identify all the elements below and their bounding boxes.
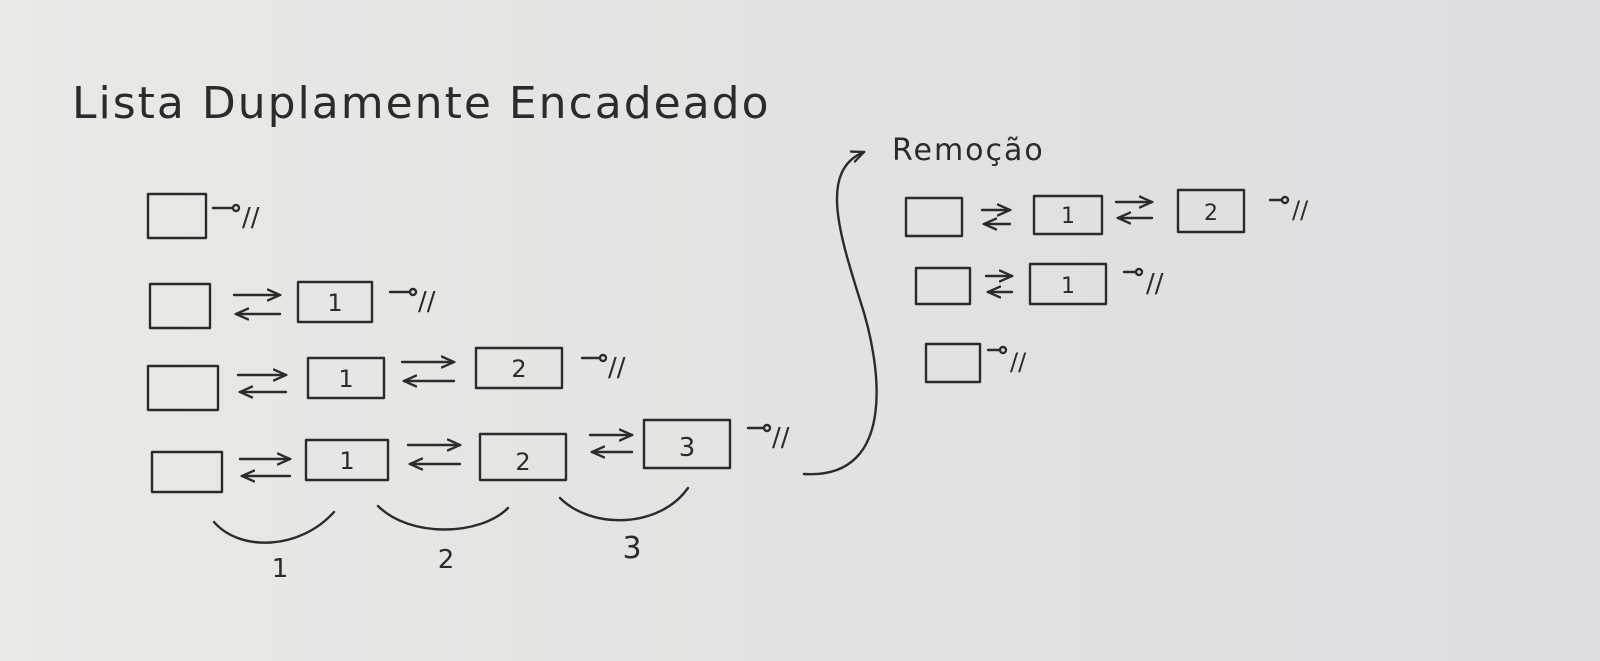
node <box>478 432 568 482</box>
null-marker: // <box>242 203 260 233</box>
double-link-arrows <box>588 435 632 452</box>
double-link-arrows <box>406 445 460 464</box>
brace <box>558 486 690 522</box>
null-pointer: // <box>1268 195 1309 224</box>
brace <box>376 504 510 531</box>
head-node <box>150 450 224 494</box>
node-value: 1 <box>1061 274 1075 299</box>
node <box>1028 262 1108 306</box>
node-value: 1 <box>327 289 342 317</box>
list-row-three-nodes: 1 2 3 // <box>150 418 790 494</box>
node-value: 1 <box>338 365 353 393</box>
null-pointer: // <box>388 287 436 317</box>
node-value: 1 <box>339 447 354 475</box>
null-marker: // <box>1010 348 1027 376</box>
node-value: 1 <box>1061 204 1075 229</box>
head-node <box>924 342 982 384</box>
null-pointer: // <box>211 203 260 233</box>
null-pointer: // <box>746 423 790 453</box>
double-link-arrows <box>400 362 454 381</box>
null-marker: // <box>772 423 790 453</box>
removal-row-one-node: 1 // <box>914 262 1164 306</box>
brace-label: 2 <box>438 545 455 575</box>
removal-title: Remoção <box>892 133 1045 168</box>
list-row-one-node: 1 // <box>148 280 436 330</box>
null-marker: // <box>1292 196 1309 224</box>
brace-label: 3 <box>622 531 641 566</box>
double-link-arrows <box>232 295 280 314</box>
null-marker: // <box>1146 269 1164 299</box>
brace-label: 1 <box>272 554 289 584</box>
node-value: 2 <box>1204 201 1218 226</box>
node <box>1176 188 1246 234</box>
head-node <box>904 196 964 238</box>
node <box>304 438 390 482</box>
removal-row-two-nodes: 1 2 // <box>904 188 1309 238</box>
null-pointer: // <box>986 345 1027 376</box>
head-node <box>914 266 972 306</box>
step-braces: 1 2 3 <box>212 486 690 584</box>
node <box>306 356 386 400</box>
node <box>474 346 564 390</box>
double-link-arrows <box>238 459 290 476</box>
head-node <box>148 282 212 330</box>
head-node <box>146 364 220 412</box>
node <box>296 280 374 324</box>
list-row-empty: // <box>146 192 260 240</box>
node <box>642 418 732 470</box>
node-value: 2 <box>515 448 530 476</box>
list-row-two-nodes: 1 2 // <box>146 346 626 412</box>
double-link-arrows <box>980 210 1010 224</box>
double-link-arrows <box>1114 202 1152 218</box>
head-node <box>146 192 208 240</box>
insertion-sequence: // 1 // 1 <box>146 192 790 584</box>
removal-row-empty: // <box>924 342 1027 384</box>
null-pointer: // <box>580 353 626 383</box>
brace <box>212 510 336 544</box>
node-value: 2 <box>511 355 526 383</box>
diagram-title: Lista Duplamente Encadeado <box>72 78 771 129</box>
removal-sequence: Remoção 1 2 // <box>892 133 1309 384</box>
double-link-arrows <box>984 276 1012 292</box>
node-value: 3 <box>679 433 696 463</box>
connector-curve <box>802 152 878 476</box>
null-marker: // <box>418 287 436 317</box>
null-marker: // <box>608 353 626 383</box>
null-pointer: // <box>1122 267 1164 299</box>
double-link-arrows <box>236 375 286 392</box>
node <box>1032 194 1104 236</box>
